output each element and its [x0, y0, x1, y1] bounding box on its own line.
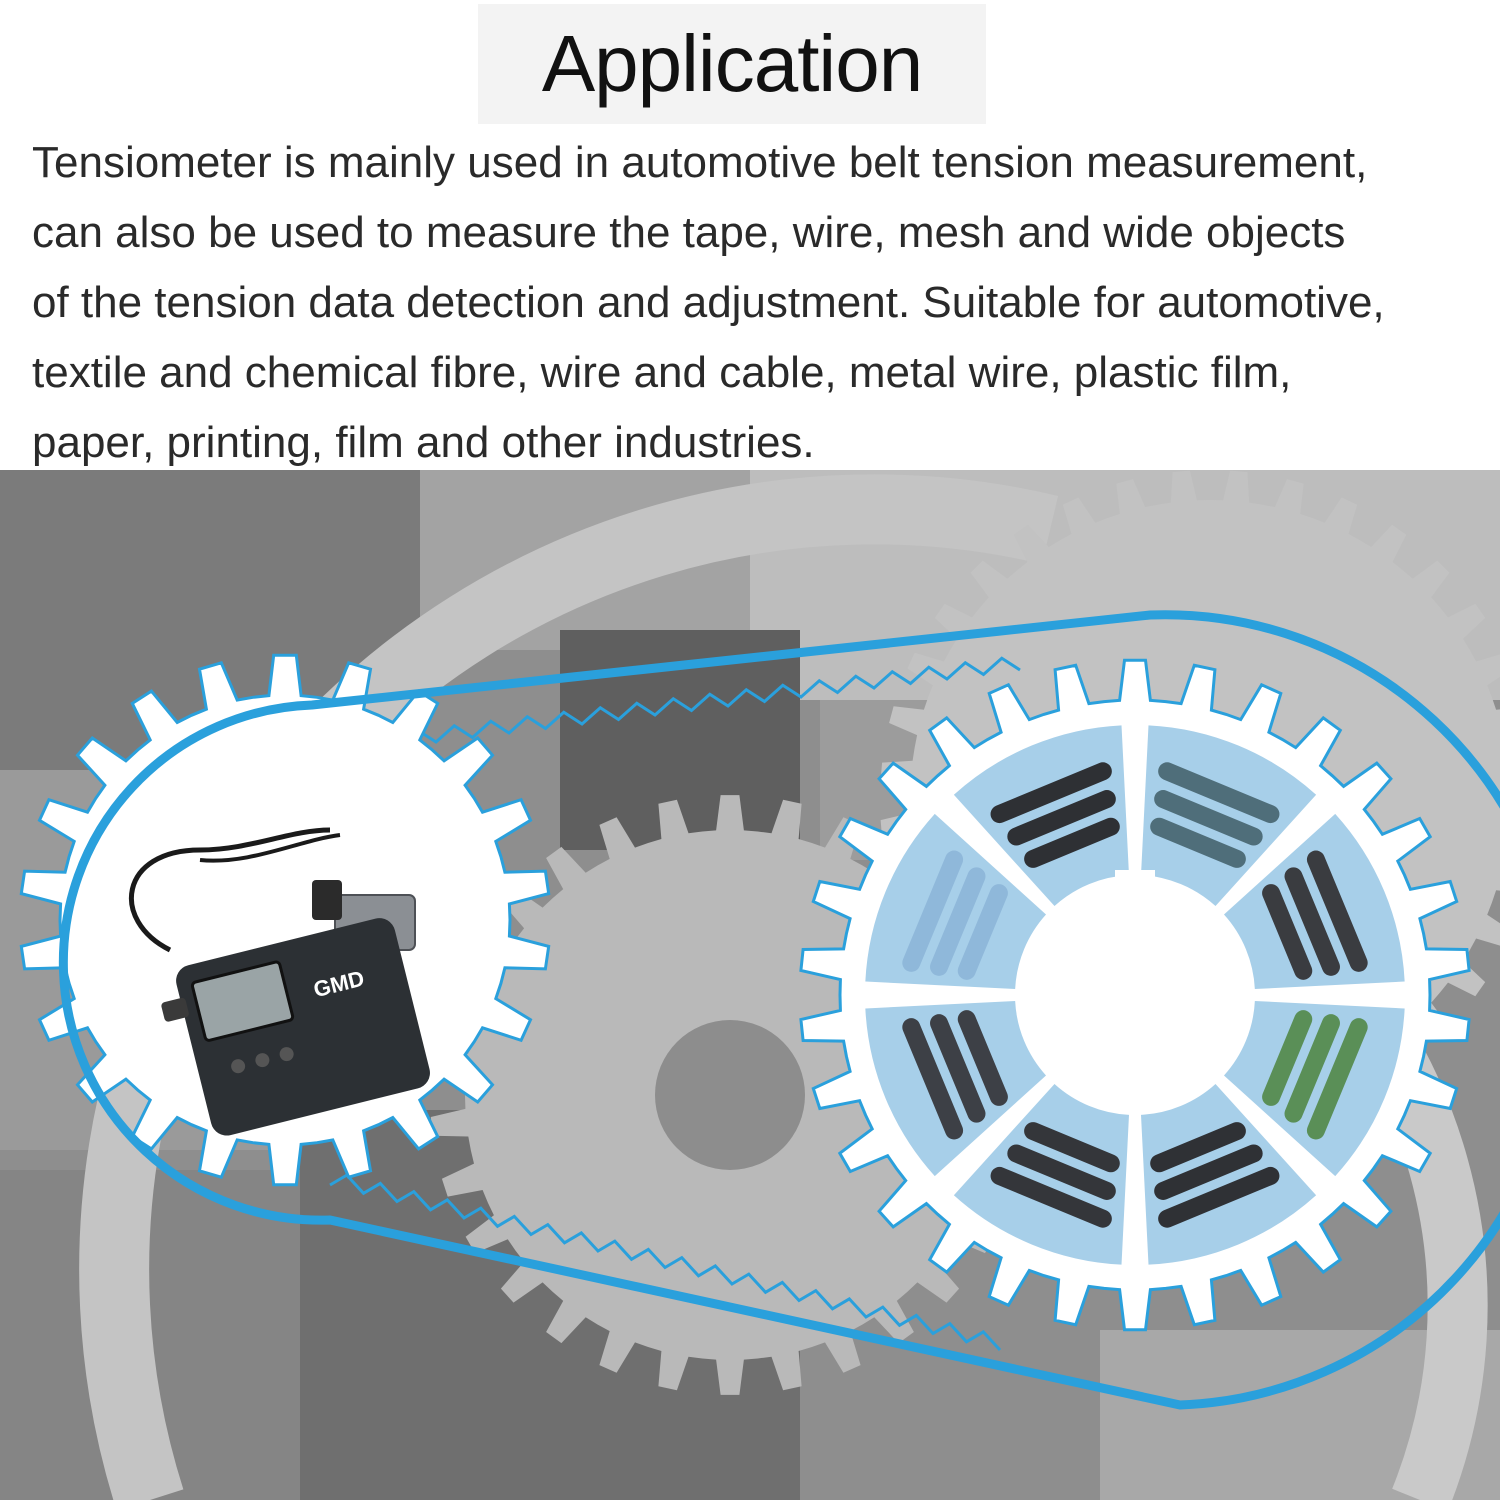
belt-illustration-svg: GMD — [0, 470, 1500, 1500]
sensor-cable — [129, 827, 331, 953]
application-segments — [865, 725, 1405, 1265]
segment-product-shape — [957, 1010, 1008, 1106]
segment-product-shape — [1154, 790, 1263, 846]
segment-product-shape — [1262, 884, 1313, 980]
segment-product-shape — [930, 1014, 986, 1123]
segment-product-shape — [930, 867, 986, 976]
segment-product-shape — [1158, 762, 1280, 824]
segment-product-shape — [1262, 1010, 1313, 1106]
device-button — [255, 1053, 270, 1068]
device-button — [279, 1047, 294, 1062]
sensor-knob — [312, 880, 342, 920]
segment-product-shape — [1007, 790, 1116, 846]
segment-product-shape — [1284, 867, 1340, 976]
description-line: Tensiometer is mainly used in automotive… — [32, 138, 1368, 187]
segment-product-shape — [990, 1166, 1112, 1228]
description-line: paper, printing, film and other industri… — [32, 418, 815, 467]
description: Tensiometer is mainly used in automotive… — [32, 128, 1482, 478]
segment-product-shape — [957, 884, 1008, 980]
description-line: textile and chemical fibre, wire and cab… — [32, 348, 1292, 397]
device-lcd-screen — [190, 960, 295, 1042]
belt-outline — [58, 610, 1500, 1410]
segment-product-shape — [1024, 817, 1120, 868]
belt-illustration: GMD — [0, 470, 1500, 1500]
segment-product-shape — [1154, 1144, 1263, 1200]
description-line: of the tension data detection and adjust… — [32, 278, 1385, 327]
device-button — [231, 1059, 246, 1074]
segment-product-shape — [990, 762, 1112, 824]
segment-product-shape — [1150, 1122, 1246, 1173]
segment-product-shape — [1306, 1018, 1368, 1140]
segment-product-shape — [1150, 817, 1246, 868]
wheel-hub — [1020, 880, 1250, 1110]
device-connector — [161, 997, 189, 1022]
segment-product-shape — [1007, 1144, 1116, 1200]
gear-hub-hole — [655, 1020, 805, 1170]
tensiometer-device: GMD — [129, 827, 430, 1136]
title-banner: Application — [478, 4, 986, 124]
description-line: can also be used to measure the tape, wi… — [32, 208, 1346, 257]
segment-product-shape — [902, 850, 964, 972]
segment-product-shape — [1024, 1122, 1120, 1173]
page-title: Application — [541, 19, 923, 108]
sensor-cable — [199, 833, 341, 863]
segment-product-shape — [1284, 1014, 1340, 1123]
segment-product-shape — [902, 1018, 964, 1140]
segment-product-shape — [1158, 1166, 1280, 1228]
hub-keyway — [1115, 870, 1155, 900]
segment-product-shape — [1306, 850, 1368, 972]
belt-teeth-line — [329, 1173, 1002, 1352]
